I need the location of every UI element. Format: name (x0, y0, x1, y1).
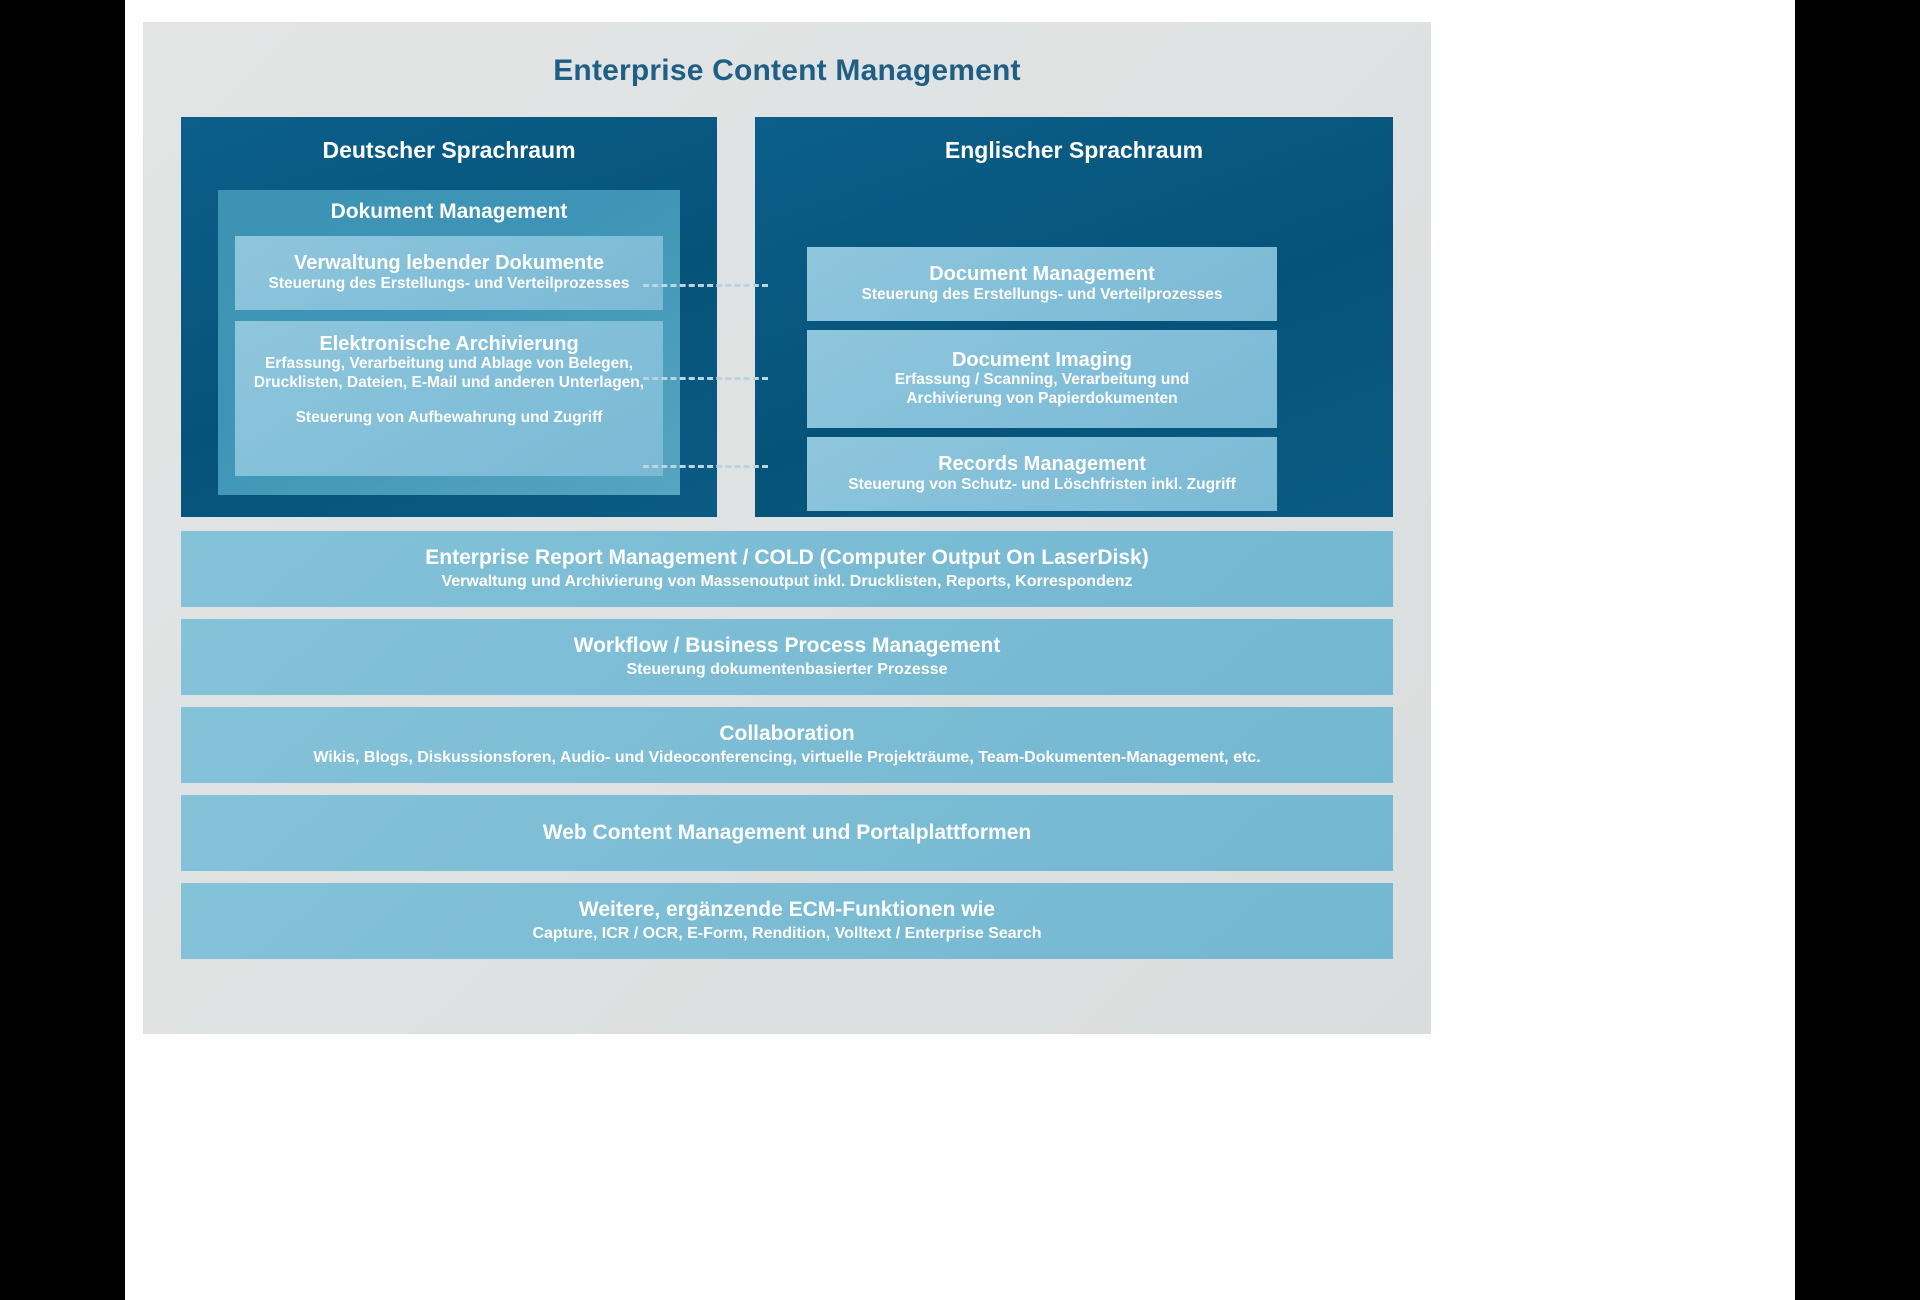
box-subtitle: Steuerung von Schutz- und Löschfristen i… (848, 475, 1236, 493)
box-title: Elektronische Archivierung (319, 333, 579, 355)
box-document-imaging[interactable]: Document Imaging Erfassung / Scanning, V… (807, 330, 1277, 428)
bar-title: Collaboration (719, 722, 855, 746)
bar-collaboration[interactable]: Collaboration Wikis, Blogs, Diskussionsf… (181, 707, 1393, 783)
bar-subtitle: Steuerung dokumentenbasierter Prozesse (626, 661, 948, 679)
bar-title: Enterprise Report Management / COLD (Com… (425, 546, 1149, 570)
bar-title: Workflow / Business Process Management (573, 634, 1001, 658)
bar-subtitle: Wikis, Blogs, Diskussionsforen, Audio- u… (313, 749, 1261, 767)
box-elektronische-archivierung[interactable]: Elektronische Archivierung Erfassung, Ve… (235, 321, 663, 476)
box-title: Document Management (929, 263, 1155, 286)
box-subtitle-line-1: Erfassung, Verarbeitung und Ablage von B… (264, 355, 634, 373)
panel-deutscher-sprachraum: Deutscher Sprachraum Dokument Management… (181, 117, 717, 517)
group-dokument-management-title: Dokument Management (330, 200, 568, 223)
bar-title: Web Content Management und Portalplattfo… (542, 820, 1032, 844)
box-subtitle-line-3: Steuerung von Aufbewahrung und Zugriff (295, 409, 603, 427)
bar-subtitle: Capture, ICR / OCR, E-Form, Rendition, V… (532, 925, 1042, 943)
box-verwaltung-lebender-dokumente[interactable]: Verwaltung lebender Dokumente Steuerung … (235, 236, 663, 310)
ecm-diagram-canvas: Enterprise Content Management Deutscher … (143, 22, 1431, 1034)
connector-dm-to-document-management (643, 284, 768, 287)
box-subtitle: Steuerung des Erstellungs- und Verteilpr… (861, 285, 1223, 303)
connector-archivierung-to-records-management (643, 465, 768, 468)
diagram-title: Enterprise Content Management (553, 54, 1021, 87)
panel-de-title: Deutscher Sprachraum (322, 137, 576, 163)
bar-web-content-management[interactable]: Web Content Management und Portalplattfo… (181, 795, 1393, 871)
box-subtitle: Steuerung des Erstellungs- und Verteilpr… (268, 274, 630, 292)
box-subtitle-line-2: Drucklisten, Dateien, E-Mail und anderen… (253, 374, 645, 392)
box-subtitle-line-1: Erfassung / Scanning, Verarbeitung und (894, 371, 1190, 389)
bar-subtitle: Verwaltung und Archivierung von Massenou… (441, 573, 1133, 591)
bar-weitere-ecm-funktionen[interactable]: Weitere, ergänzende ECM-Funktionen wie C… (181, 883, 1393, 959)
box-title: Verwaltung lebender Dokumente (293, 252, 605, 275)
panel-en-title: Englischer Sprachraum (944, 137, 1204, 163)
box-records-management[interactable]: Records Management Steuerung von Schutz-… (807, 437, 1277, 511)
box-title: Document Imaging (951, 348, 1132, 371)
box-title: Records Management (938, 453, 1146, 476)
letterbox-left-bar (0, 0, 125, 1300)
group-dokument-management: Dokument Management Verwaltung lebender … (218, 190, 680, 495)
box-document-management[interactable]: Document Management Steuerung des Erstel… (807, 247, 1277, 321)
box-subtitle-line-2: Archivierung von Papierdokumenten (906, 390, 1178, 408)
bar-title: Weitere, ergänzende ECM-Funktionen wie (578, 898, 996, 922)
bar-enterprise-report-management-cold[interactable]: Enterprise Report Management / COLD (Com… (181, 531, 1393, 607)
connector-archivierung-to-document-imaging (643, 377, 768, 380)
bar-workflow-business-process-management[interactable]: Workflow / Business Process Management S… (181, 619, 1393, 695)
panel-englischer-sprachraum: Englischer Sprachraum Document Managemen… (755, 117, 1393, 517)
letterbox-right-bar (1795, 0, 1920, 1300)
